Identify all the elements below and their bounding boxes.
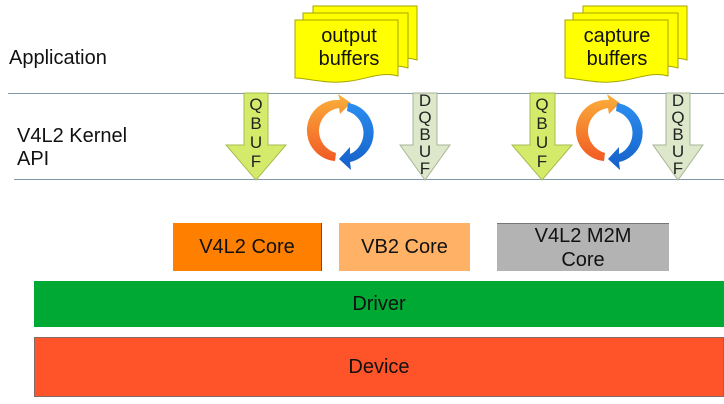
m2m-core-label-line1: V4L2 M2M	[534, 224, 632, 247]
qbuf-letter: B	[536, 114, 548, 133]
output-qbuf-arrow-shape	[224, 92, 288, 181]
m2m-core-label-line2: Core	[561, 248, 605, 271]
capture-qbuf-arrow-shape	[510, 92, 574, 181]
dqbuf-letter: U	[418, 142, 432, 161]
kernel-api-label-line2: API	[17, 148, 50, 170]
qbuf-letter: F	[250, 152, 262, 171]
capture-cycle-icon	[575, 94, 643, 170]
dqbuf-letter: B	[672, 125, 684, 144]
qbuf-letter: U	[249, 133, 263, 152]
vb2-core-label: VB2 Core	[361, 236, 448, 258]
dqbuf-letter: F	[672, 159, 684, 178]
dqbuf-letter: U	[671, 142, 685, 161]
device-layer: Device	[34, 337, 724, 397]
dqbuf-letter: Q	[418, 108, 432, 127]
dqbuf-letter: D	[418, 91, 432, 110]
vb2-core-box: VB2 Core	[339, 223, 470, 271]
driver-layer: Driver	[34, 281, 724, 327]
kernel-api-separator-line	[14, 179, 724, 180]
qbuf-letter: Q	[249, 95, 263, 114]
dqbuf-letter: F	[419, 159, 431, 178]
qbuf-letter: F	[536, 152, 548, 171]
kernel-api-label-line1: V4L2 Kernel	[17, 125, 128, 147]
output-buffers-shape	[294, 5, 418, 83]
dqbuf-letter: Q	[671, 108, 685, 127]
application-layer-label: Application	[9, 47, 107, 69]
v4l2-core-box: V4L2 Core	[173, 223, 322, 271]
application-separator-line	[8, 93, 724, 94]
dqbuf-letter: D	[671, 91, 685, 110]
output-buffers-label-line1: output	[321, 25, 377, 47]
m2m-core-box: V4L2 M2M Core	[497, 223, 669, 271]
capture-buffers-shape	[564, 5, 688, 83]
device-label: Device	[348, 356, 410, 378]
output-cycle-icon	[306, 94, 374, 170]
output-buffers-label-line2: buffers	[318, 48, 380, 70]
capture-buffers-label-line1: capture	[583, 25, 651, 47]
v4l2-core-label: V4L2 Core	[199, 236, 295, 258]
driver-label: Driver	[352, 293, 406, 315]
capture-buffers-label-line2: buffers	[586, 48, 648, 70]
qbuf-letter: B	[250, 114, 262, 133]
qbuf-letter: U	[535, 133, 549, 152]
capture-dqbuf-arrow-shape	[652, 92, 704, 181]
qbuf-letter: Q	[535, 95, 549, 114]
output-dqbuf-arrow-shape	[399, 92, 451, 181]
dqbuf-letter: B	[419, 125, 431, 144]
